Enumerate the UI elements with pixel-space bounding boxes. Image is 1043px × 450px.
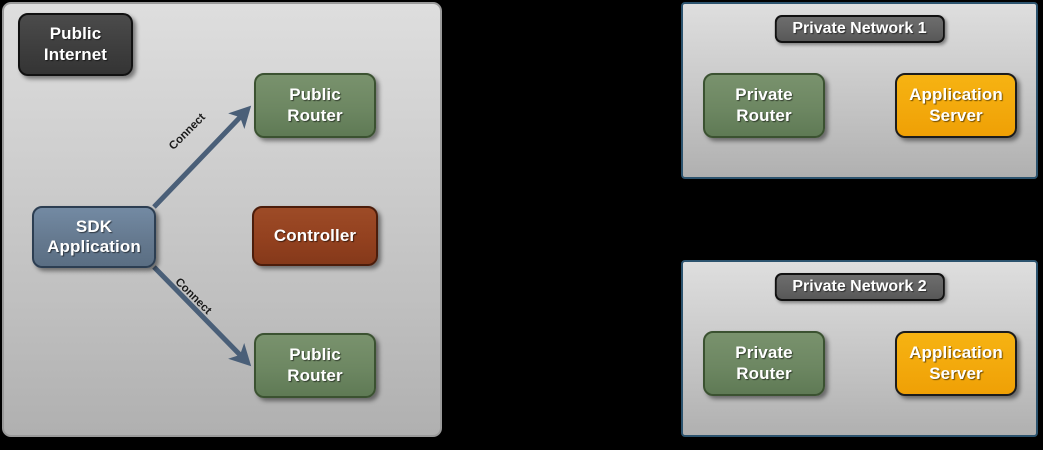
- arrow-sdk-to-public-router-bottom: [152, 265, 252, 367]
- node-public-router-bottom[interactable]: Public Router: [254, 333, 376, 398]
- node-application-server-1[interactable]: Application Server: [895, 73, 1017, 138]
- node-public-router-bottom-line2: Router: [287, 365, 343, 385]
- node-application-server-2[interactable]: Application Server: [895, 331, 1017, 396]
- node-sdk-application-line2: Application: [47, 237, 141, 256]
- private-network-1-panel: Private Network 1 Private Router Applica…: [681, 2, 1038, 179]
- edge-label-connect-bottom: Connect: [172, 276, 214, 318]
- private-network-2-panel: Private Network 2 Private Router Applica…: [681, 260, 1038, 437]
- node-private-router-2-line1: Private: [735, 343, 793, 363]
- node-application-server-2-line2: Server: [929, 363, 983, 383]
- edge-label-connect-top: Connect: [167, 111, 209, 153]
- private-network-2-title: Private Network 2: [774, 273, 945, 301]
- node-private-router-2-label: Private Router: [735, 343, 792, 384]
- node-public-router-top-line1: Public: [289, 85, 341, 105]
- node-private-router-1-label: Private Router: [735, 85, 792, 126]
- node-application-server-1-line2: Server: [929, 105, 983, 125]
- node-application-server-2-line1: Application: [909, 343, 1003, 363]
- node-application-server-1-line1: Application: [909, 85, 1003, 105]
- node-private-router-1[interactable]: Private Router: [703, 73, 825, 138]
- node-private-router-1-line2: Router: [736, 105, 792, 125]
- node-sdk-application-line1: SDK: [75, 216, 113, 236]
- node-public-router-top-line2: Router: [287, 105, 343, 125]
- node-application-server-1-label: Application Server: [909, 85, 1003, 126]
- node-private-router-2-line2: Router: [736, 363, 792, 383]
- node-public-router-bottom-line1: Public: [289, 345, 341, 365]
- node-controller-label: Controller: [273, 225, 357, 245]
- node-public-router-top[interactable]: Public Router: [254, 73, 376, 138]
- node-sdk-application-label: SDK Application: [47, 217, 141, 258]
- node-sdk-application[interactable]: SDK Application: [32, 206, 156, 268]
- public-internet-label-text: Public Internet: [44, 24, 107, 65]
- node-private-router-2[interactable]: Private Router: [703, 331, 825, 396]
- public-internet-label: Public Internet: [18, 13, 133, 76]
- public-internet-label-line1: Public: [49, 24, 102, 44]
- private-network-1-title: Private Network 1: [774, 15, 945, 43]
- node-public-router-bottom-label: Public Router: [287, 345, 342, 386]
- node-application-server-2-label: Application Server: [909, 343, 1003, 384]
- public-internet-label-line2: Internet: [43, 44, 108, 64]
- node-controller[interactable]: Controller: [252, 206, 378, 266]
- node-private-router-1-line1: Private: [735, 85, 793, 105]
- node-public-router-top-label: Public Router: [287, 85, 342, 126]
- public-internet-panel: Public Internet Public Router Controller…: [2, 2, 442, 437]
